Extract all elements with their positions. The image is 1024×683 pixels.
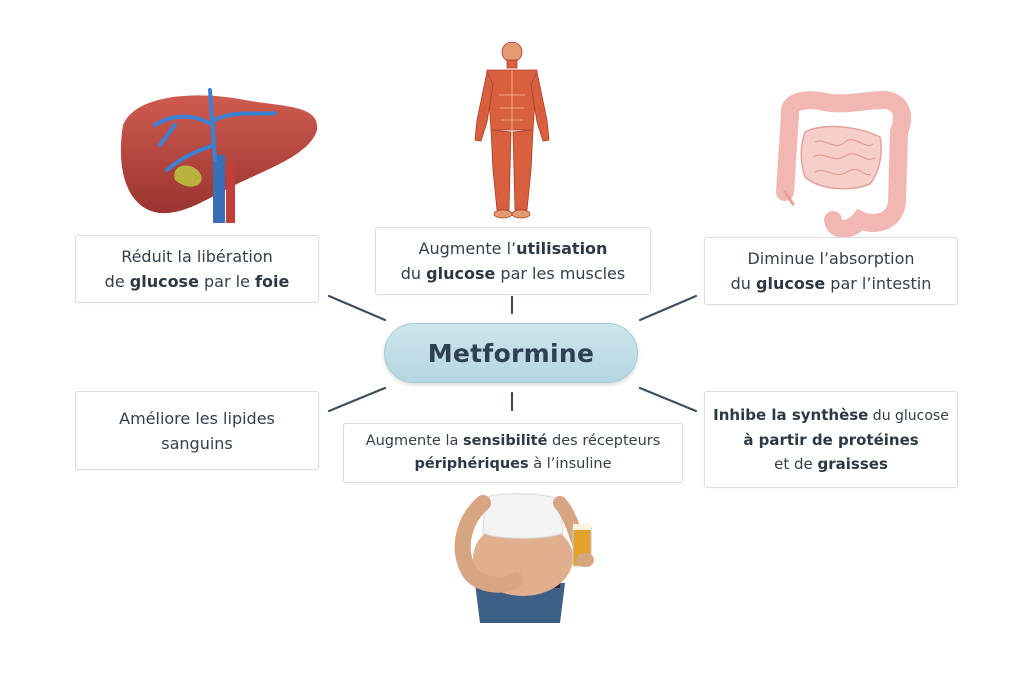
liver-icon xyxy=(120,88,318,223)
keyword-glucose: glucose xyxy=(426,264,496,283)
effect-synthesis: Inhibe la synthèse du glucose à partir d… xyxy=(704,391,958,488)
keyword-peripheriques: périphériques xyxy=(414,456,529,472)
effect-liver: Réduit la libération de glucose par le f… xyxy=(75,235,319,303)
connector-liver xyxy=(327,294,387,322)
connector-synthesis xyxy=(638,386,698,413)
belly-man-icon xyxy=(454,493,594,623)
keyword-synthese: synthèse xyxy=(791,406,869,424)
intestine-icon xyxy=(776,90,911,238)
liver-text-1: Réduit la libération xyxy=(121,247,273,266)
connector-lipids xyxy=(327,386,387,413)
connector-intestine xyxy=(638,294,698,322)
effect-insulin: Augmente la sensibilité des récepteurs p… xyxy=(343,423,683,483)
keyword-foie: foie xyxy=(255,272,290,291)
keyword-sensibilite: sensibilité xyxy=(462,433,548,449)
muscle-man-icon xyxy=(474,41,550,219)
effect-intestine: Diminue l’absorption du glucose par l’in… xyxy=(704,237,958,305)
metformine-center: Metformine xyxy=(384,323,638,383)
keyword-graisses: graisses xyxy=(817,455,888,473)
center-label: Metformine xyxy=(427,338,595,368)
effect-muscle: Augmente l’utilisation du glucose par le… xyxy=(375,227,651,295)
keyword-utilisation: utilisation xyxy=(516,239,608,258)
effect-lipids: Améliore les lipides sanguins xyxy=(75,391,319,470)
keyword-glucose: glucose xyxy=(756,274,826,293)
keyword-glucose: glucose xyxy=(129,272,199,291)
